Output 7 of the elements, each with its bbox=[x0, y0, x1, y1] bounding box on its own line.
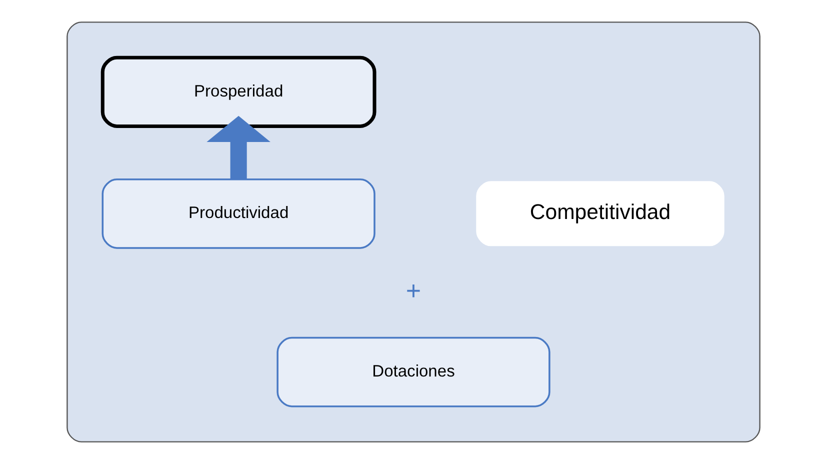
cluster bbox=[66, 22, 760, 442]
arrow bbox=[206, 116, 270, 180]
label: + bbox=[405, 275, 421, 306]
node-box: Productividad bbox=[101, 178, 375, 249]
node-box: Competitividad bbox=[476, 181, 724, 246]
node-box: Dotaciones bbox=[276, 336, 550, 408]
node-box: Prosperidad bbox=[100, 56, 376, 128]
